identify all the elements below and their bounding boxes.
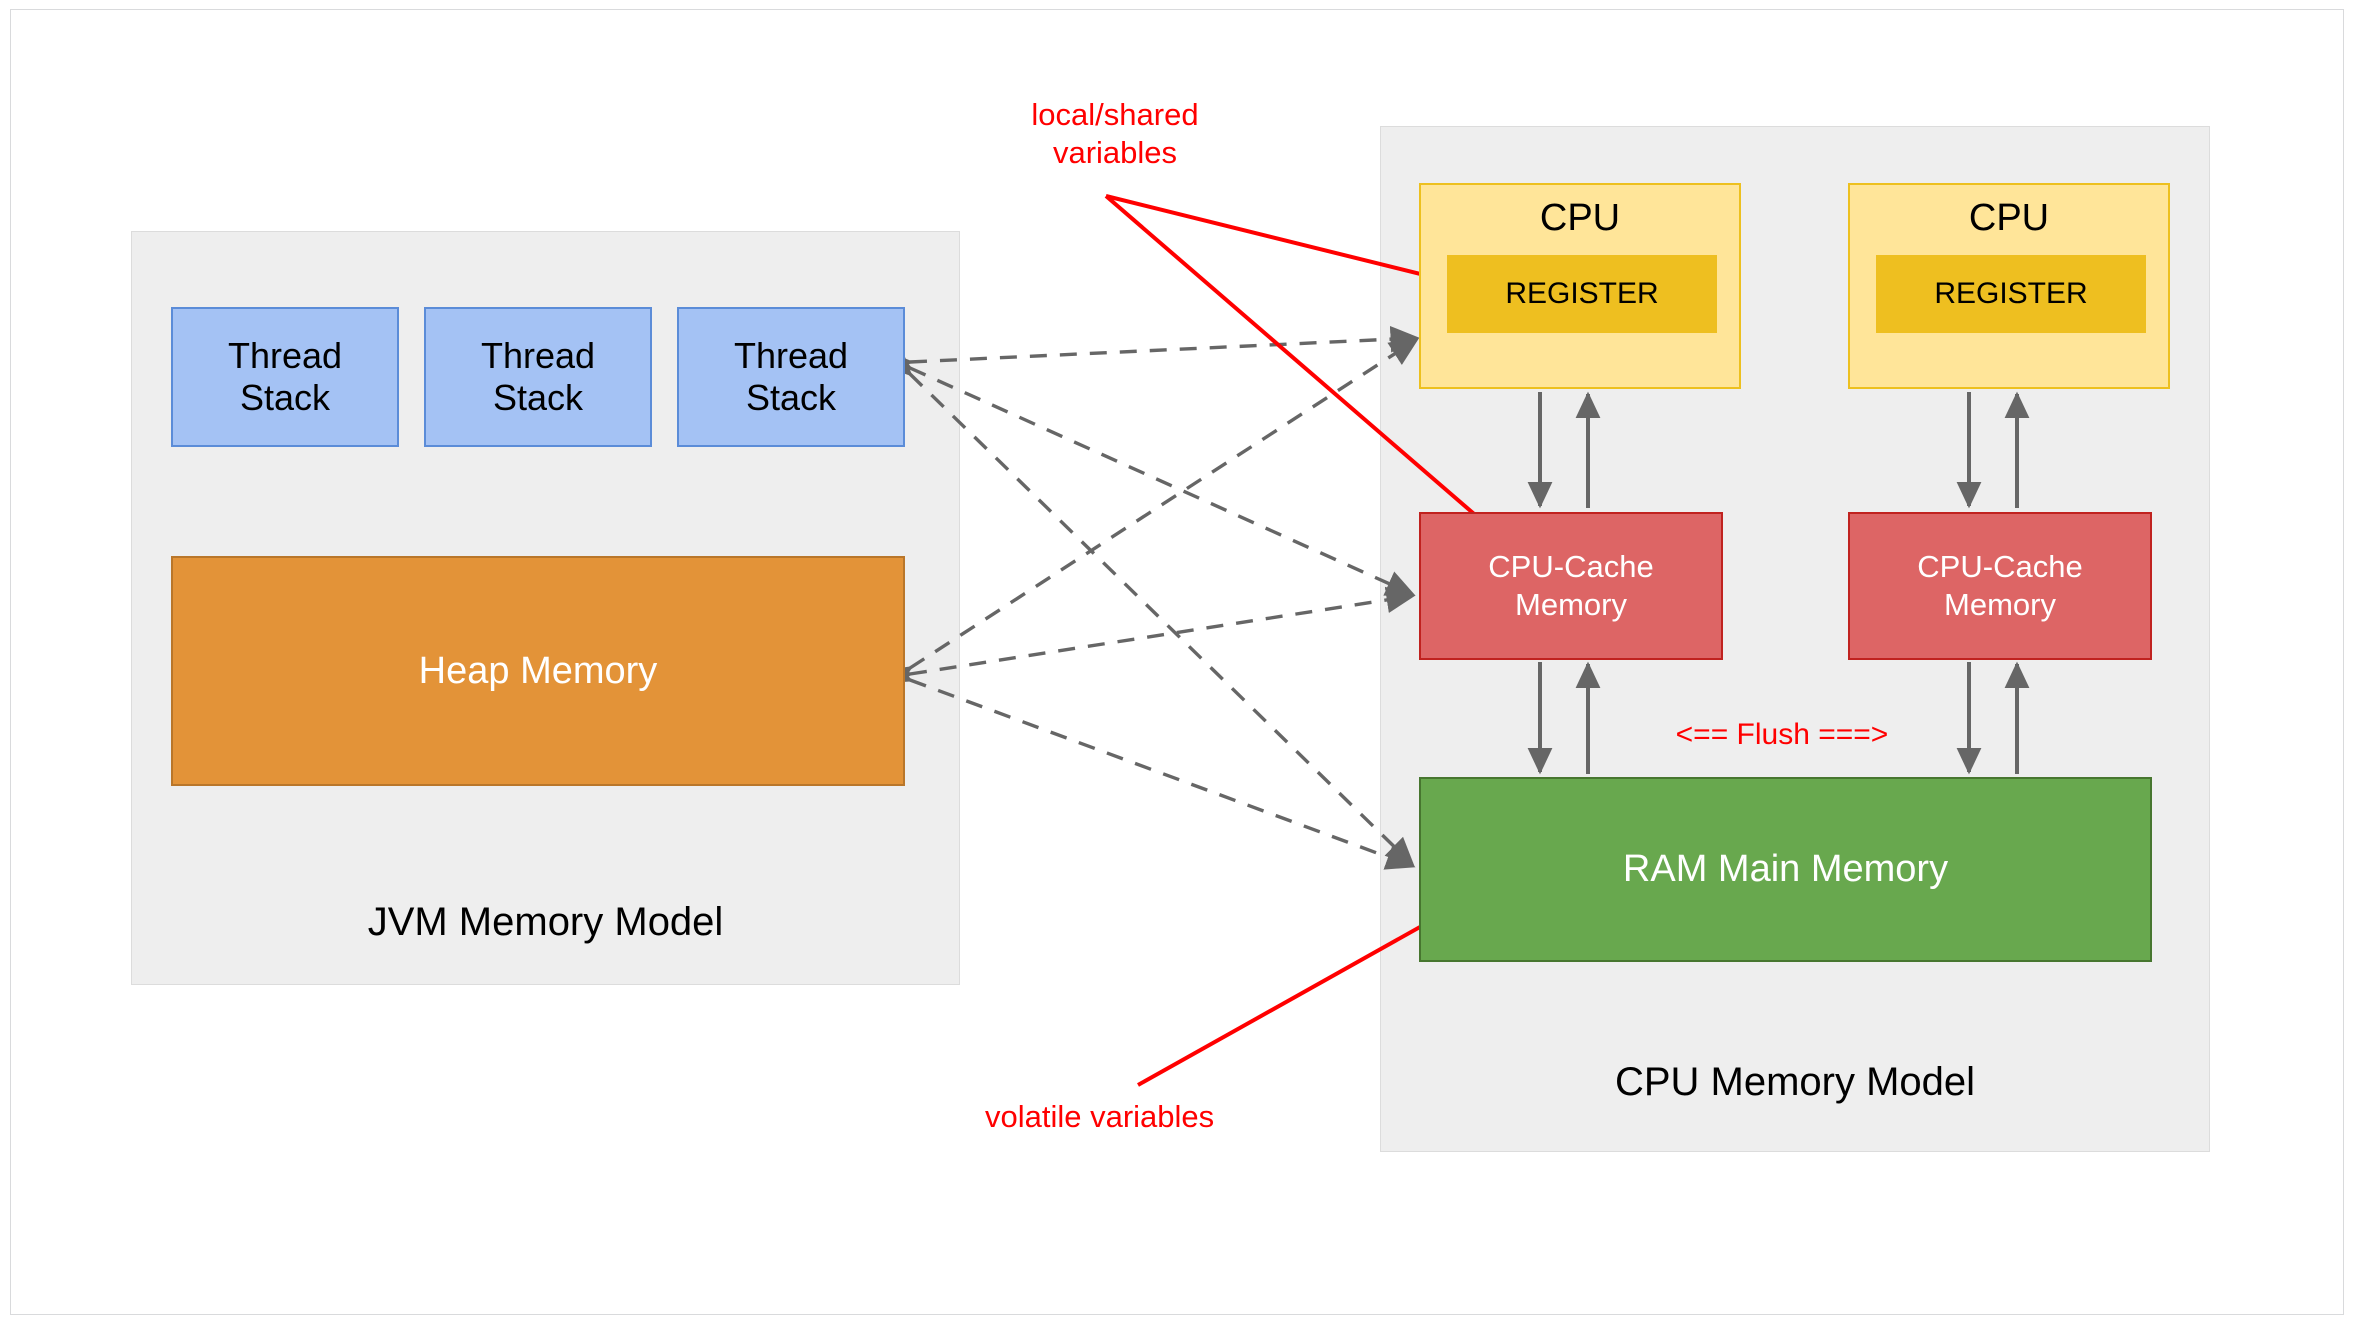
cpu-title-2: CPU [1968, 197, 2050, 239]
thread-stack-box-1[interactable]: Thread Stack [171, 307, 399, 447]
annotation-local-shared-variables: local/shared variables [1031, 97, 1199, 170]
cpu-cache-memory-box-1[interactable]: CPU-Cache Memory [1419, 512, 1723, 660]
cpu-title-1: CPU [1539, 197, 1621, 239]
thread-stack-box-3[interactable]: Thread Stack [677, 307, 905, 447]
ram-main-memory-box[interactable]: RAM Main Memory [1419, 777, 2152, 962]
jvm-memory-model-caption: JVM Memory Model [367, 900, 724, 944]
heap-memory-box[interactable]: Heap Memory [171, 556, 905, 786]
cpu-box-1[interactable]: CPU REGISTER [1419, 183, 1741, 389]
cpu-memory-model-caption: CPU Memory Model [1614, 1060, 1976, 1104]
cpu-box-2[interactable]: CPU REGISTER [1848, 183, 2170, 389]
register-box-2[interactable]: REGISTER [1876, 255, 2146, 333]
register-box-1[interactable]: REGISTER [1447, 255, 1717, 333]
cpu-cache-memory-box-2[interactable]: CPU-Cache Memory [1848, 512, 2152, 660]
thread-stack-box-2[interactable]: Thread Stack [424, 307, 652, 447]
annotation-flush-label: <== Flush ===> [1675, 718, 1889, 751]
annotation-volatile-variables: volatile variables [985, 1099, 1215, 1134]
